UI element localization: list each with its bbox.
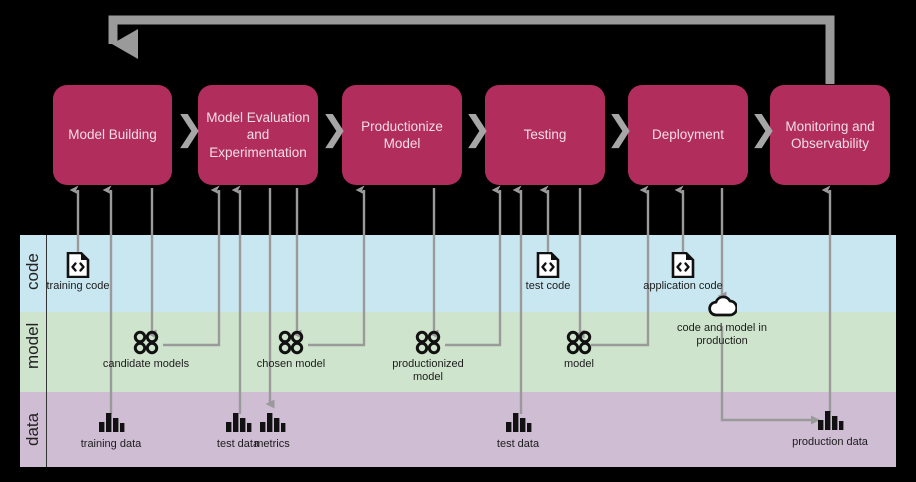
stage-label-model-building: Model Building <box>68 127 157 143</box>
artifact-test-code[interactable]: test code <box>500 252 596 293</box>
stage-label-monitoring: Monitoring and Observability <box>785 118 875 151</box>
artifact-label: training data <box>80 438 142 450</box>
artifact-training-code[interactable]: training code <box>30 252 126 293</box>
models-icon <box>380 330 476 356</box>
bar-chart-icon <box>470 410 566 436</box>
lane-label-divider <box>46 235 47 467</box>
chevron-separator-icon: ❯ <box>606 109 635 149</box>
stage-label-testing: Testing <box>523 127 567 143</box>
artifact-chosen-model[interactable]: chosen model <box>243 330 339 371</box>
code-file-icon <box>635 252 731 278</box>
cloud-icon <box>674 294 770 320</box>
lane-label-data: data <box>20 392 46 467</box>
artifact-label: test data <box>216 438 260 450</box>
artifact-application-code[interactable]: application code <box>635 252 731 293</box>
stage-box-monitoring[interactable]: Monitoring and Observability <box>770 85 890 185</box>
wire-feedback-loop-monitoring-to-model-building <box>108 15 835 84</box>
stage-label-deployment: Deployment <box>651 127 725 143</box>
artifact-label: productionized model <box>392 358 464 384</box>
lane-label-model: model <box>20 312 46 392</box>
artifact-training-data[interactable]: training data <box>63 410 159 451</box>
bar-chart-icon <box>190 410 286 436</box>
stage-box-testing[interactable]: Testing <box>485 85 605 185</box>
stage-label-productionize-model: Productionize Model <box>361 118 443 151</box>
artifact-code-and-model-in-production[interactable]: code and model in production <box>674 294 770 349</box>
artifact-label: model <box>564 358 594 370</box>
artifact-productionized-model[interactable]: productionized model <box>380 330 476 385</box>
artifact-metrics[interactable]: metrics <box>224 410 320 451</box>
stage-box-productionize-model[interactable]: Productionize Model <box>342 85 462 185</box>
artifact-label: metrics <box>254 438 290 450</box>
stage-box-deployment[interactable]: Deployment <box>628 85 748 185</box>
models-icon <box>98 330 194 356</box>
artifact-label: test code <box>525 280 571 292</box>
bar-chart-icon <box>224 410 320 436</box>
bar-chart-icon <box>63 410 159 436</box>
code-file-icon <box>30 252 126 278</box>
stage-box-model-evaluation[interactable]: Model Evaluation and Experimentation <box>198 85 318 185</box>
models-icon <box>243 330 339 356</box>
artifact-label: candidate models <box>102 358 190 370</box>
stage-label-model-evaluation: Model Evaluation and Experimentation <box>206 110 310 160</box>
artifact-label: application code <box>643 280 723 292</box>
artifact-label: chosen model <box>256 358 326 370</box>
artifact-model[interactable]: model <box>531 330 627 371</box>
models-icon <box>531 330 627 356</box>
bar-chart-icon <box>782 408 878 434</box>
code-file-icon <box>500 252 596 278</box>
artifact-label: test data <box>496 438 540 450</box>
chevron-separator-icon: ❯ <box>175 109 204 149</box>
artifact-label: code and model in production <box>677 322 767 348</box>
artifact-production-data[interactable]: production data <box>782 408 878 449</box>
artifact-candidate-models[interactable]: candidate models <box>98 330 194 371</box>
stage-box-model-building[interactable]: Model Building <box>53 85 172 185</box>
artifact-test-data-testing[interactable]: test data <box>470 410 566 451</box>
artifact-test-data-eval[interactable]: test data <box>190 410 286 451</box>
chevron-separator-icon: ❯ <box>320 109 349 149</box>
artifact-label: training code <box>46 280 110 292</box>
lane-label-data-text: data <box>23 412 42 446</box>
chevron-separator-icon: ❯ <box>749 109 778 149</box>
chevron-separator-icon: ❯ <box>463 109 492 149</box>
lane-label-model-text: model <box>23 322 42 369</box>
artifact-label: production data <box>792 436 868 448</box>
